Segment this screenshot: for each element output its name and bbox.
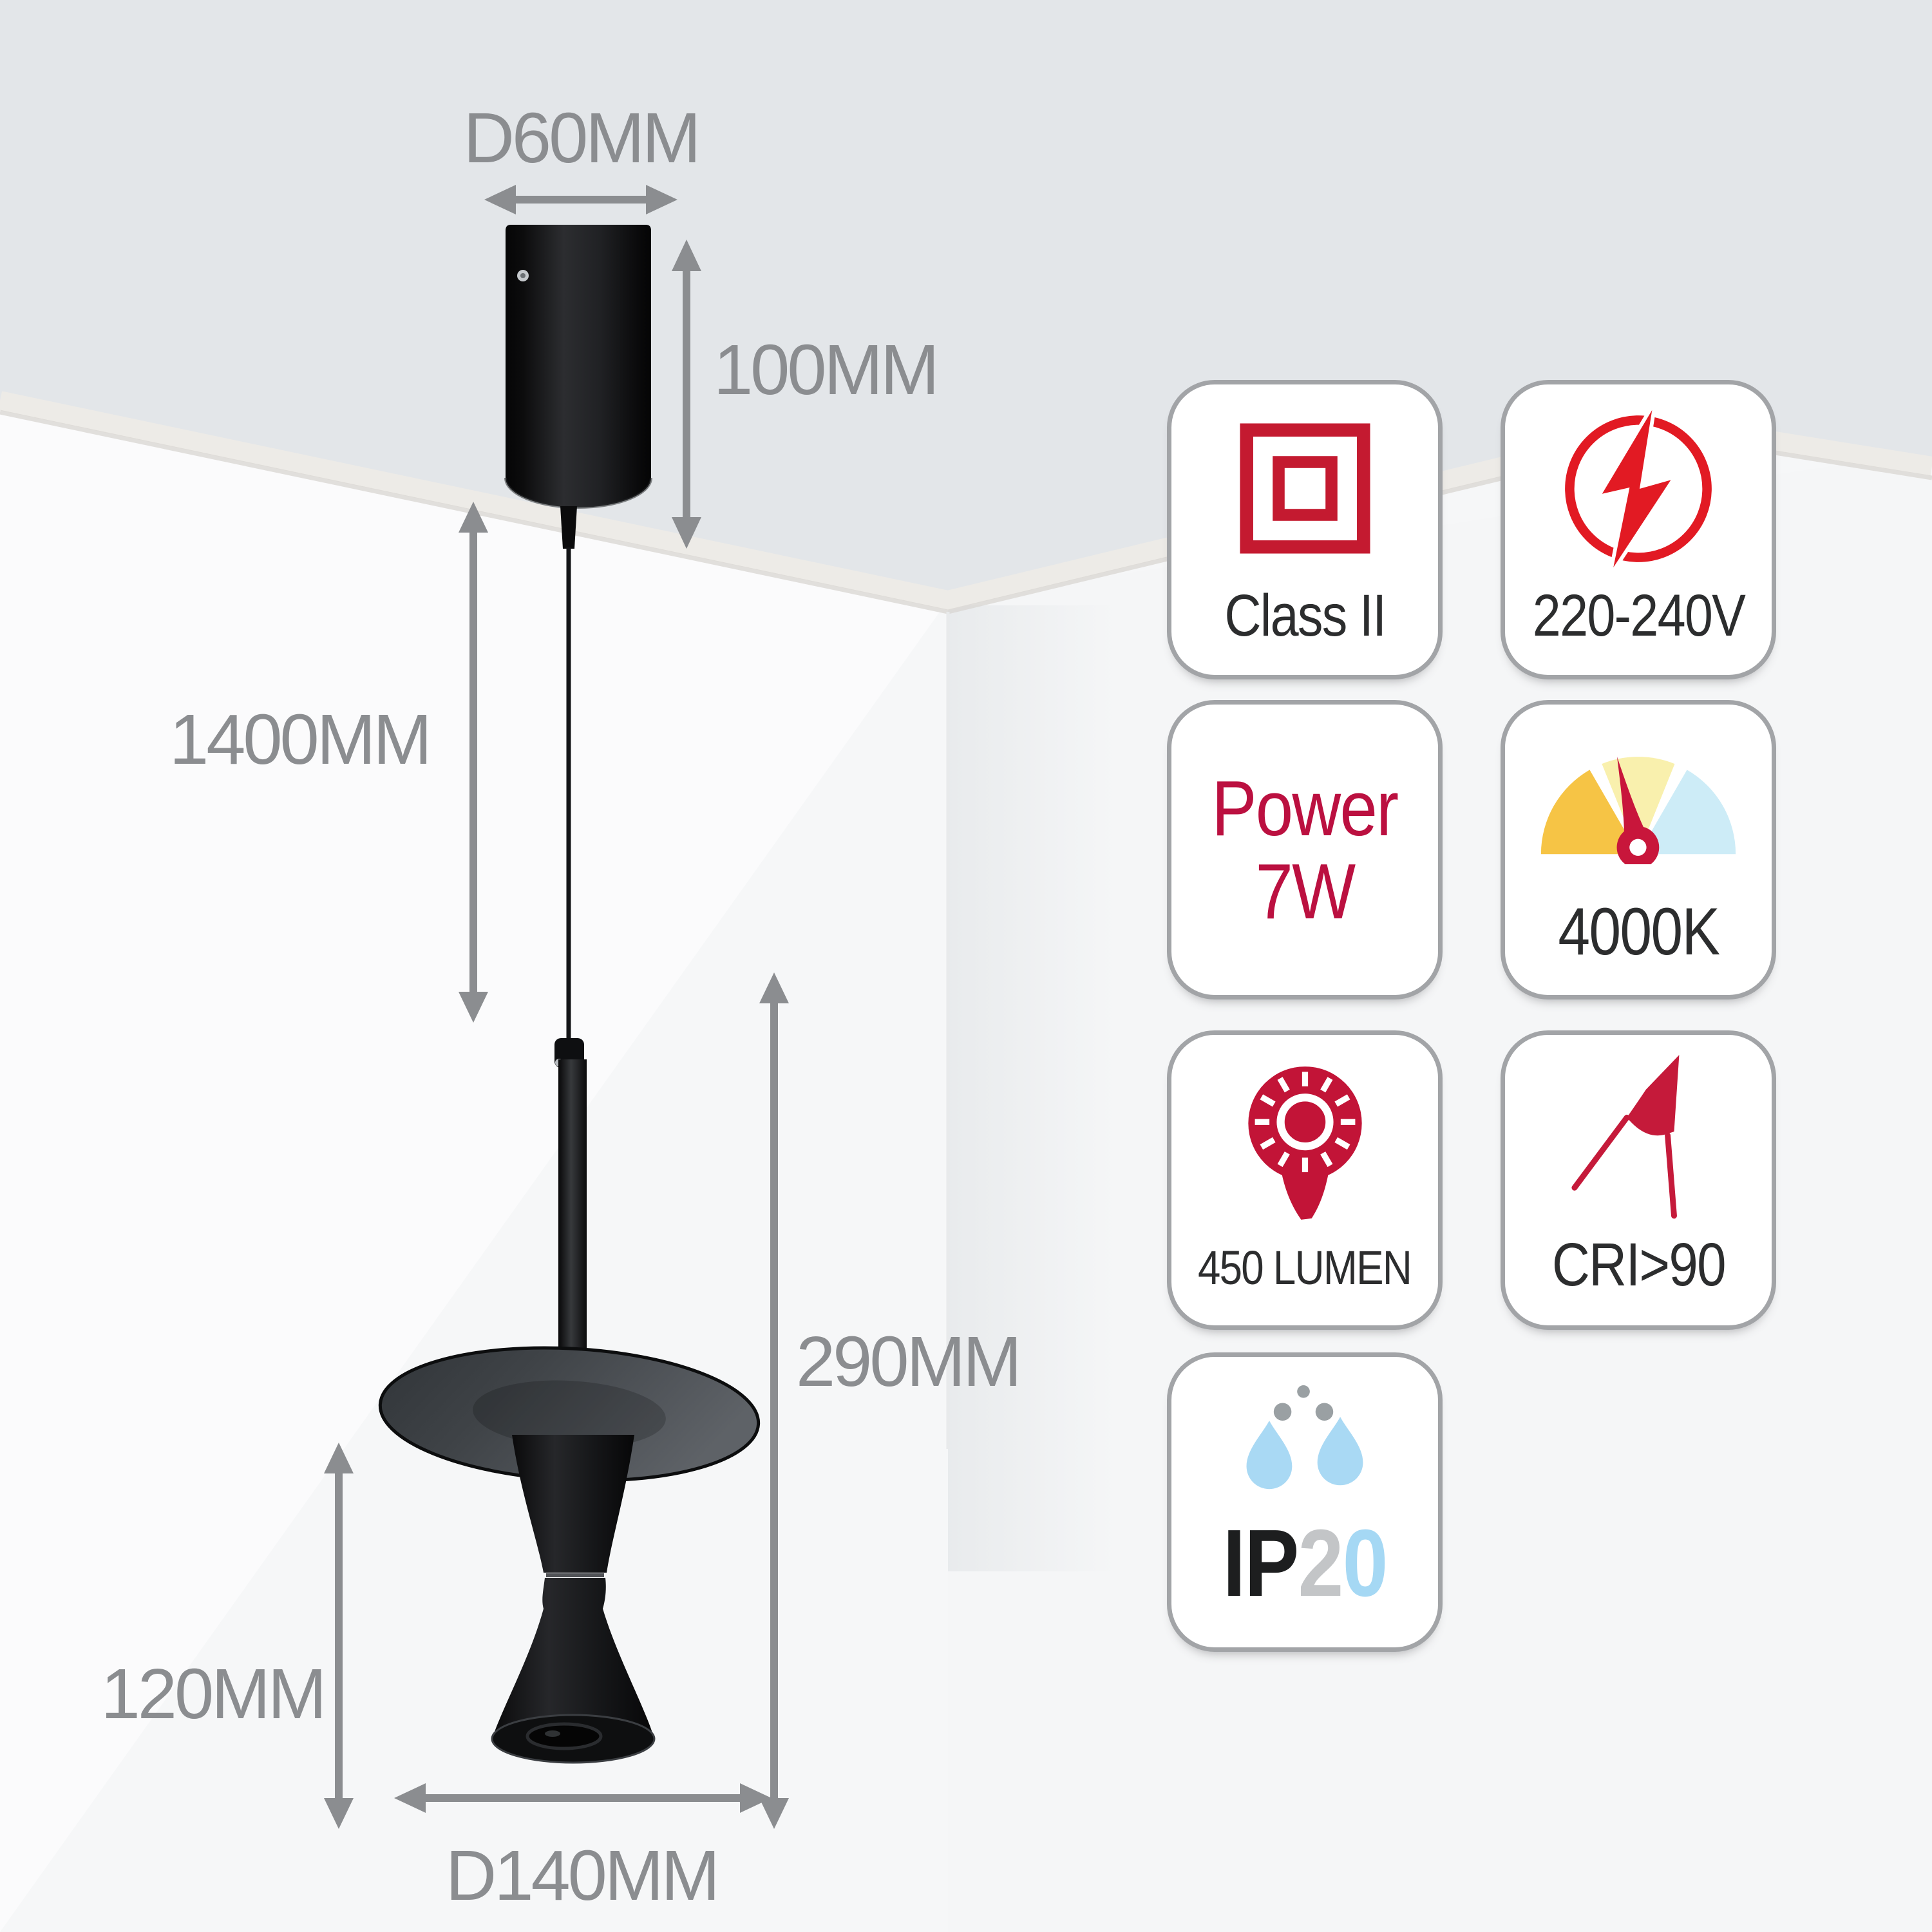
color-temperature-label: 4000K	[1557, 895, 1720, 969]
reflection-angle-icon	[1505, 1035, 1772, 1235]
power-line1: Power	[1211, 764, 1399, 853]
class-ii-double-square-icon	[1171, 384, 1438, 586]
led-lens	[526, 1722, 603, 1750]
luminous-flux-label: 450 LUMEN	[1198, 1241, 1412, 1294]
dim-pendant-height: 290MM	[759, 972, 1022, 1829]
badge-power: Power 7W	[1167, 700, 1443, 999]
left-wall	[0, 386, 948, 1932]
vertical-double-arrow-icon	[672, 240, 701, 549]
badge-color-rendering: CRI>90	[1501, 1030, 1776, 1330]
color-rendering-label: CRI>90	[1551, 1231, 1727, 1299]
shade-disc	[378, 1346, 761, 1482]
badge-color-temperature: 4000K	[1501, 700, 1776, 999]
power-line2: 7W	[1255, 847, 1356, 935]
ip-digit-dust: 2	[1298, 1510, 1343, 1616]
bulb-rays-icon	[1171, 1035, 1438, 1244]
vertical-double-arrow-icon	[459, 502, 488, 1023]
vertical-double-arrow-icon	[324, 1443, 354, 1829]
horizontal-double-arrow-icon	[394, 1783, 772, 1813]
ip-prefix: IP	[1222, 1510, 1300, 1616]
dim-shade-diameter: D140MM	[394, 1783, 772, 1915]
hourglass-body	[491, 1435, 656, 1764]
ip-digit-water: 0	[1342, 1510, 1388, 1616]
pendant-lamp	[378, 225, 761, 1764]
ceiling-plane	[0, 0, 1932, 600]
badge-luminous-flux: 450 LUMEN	[1167, 1030, 1443, 1330]
voltage-label: 220-240V	[1532, 583, 1745, 649]
insulation-class-label: Class II	[1224, 583, 1387, 649]
dim-shade-height: 120MM	[101, 1443, 354, 1829]
ceiling-canopy	[504, 225, 652, 549]
badge-voltage: 220-240V	[1501, 380, 1776, 679]
water-drops-icon	[1171, 1357, 1438, 1516]
wall-corner-shading	[948, 605, 1115, 1571]
dim-canopy-diameter-label: D60MM	[463, 99, 698, 178]
temperature-gauge-icon	[1505, 705, 1772, 898]
dim-shade-height-label: 120MM	[101, 1654, 325, 1734]
horizontal-double-arrow-icon	[484, 185, 677, 214]
cable-strain-relief	[560, 506, 577, 549]
stem-rod	[558, 1059, 587, 1394]
dim-canopy-height-label: 100MM	[714, 330, 937, 410]
dim-shade-diameter-label: D140MM	[446, 1836, 717, 1915]
dim-pendant-height-label: 290MM	[796, 1322, 1019, 1401]
dim-canopy-height: 100MM	[672, 240, 940, 549]
dim-suspension-length-label: 1400MM	[169, 700, 430, 779]
badge-ingress-protection: IP20	[1167, 1352, 1443, 1652]
dim-suspension-length: 1400MM	[169, 502, 488, 1023]
vertical-double-arrow-icon	[759, 972, 789, 1829]
lightning-circle-icon	[1505, 384, 1772, 586]
dim-canopy-diameter: D60MM	[463, 99, 701, 214]
badge-insulation-class: Class II	[1167, 380, 1443, 679]
power-text: Power 7W	[1197, 705, 1413, 995]
ingress-protection-label: IP20	[1209, 1516, 1400, 1611]
